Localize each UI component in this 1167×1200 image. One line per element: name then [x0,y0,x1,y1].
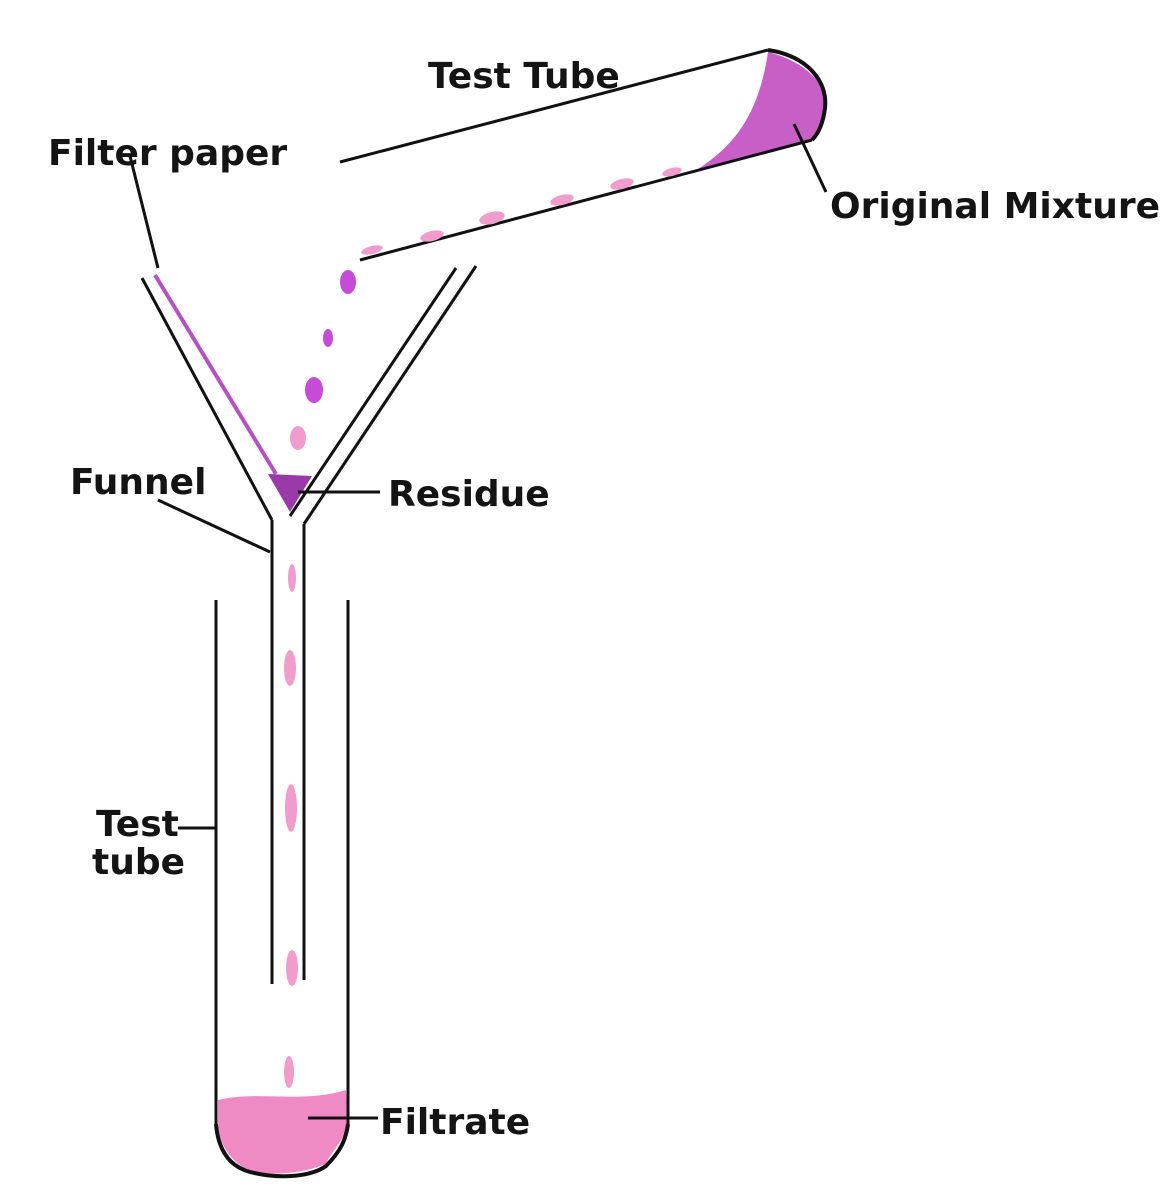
pouring-drops [361,167,682,255]
label-test-tube-bottom-line2: tube [92,842,185,883]
label-filter-paper: Filter paper [48,133,287,174]
tilted-test-tube [339,48,828,262]
falling-drops [290,270,356,450]
original-mixture-liquid [690,52,826,174]
label-funnel: Funnel [70,462,206,503]
label-filtrate: Filtrate [380,1102,530,1143]
label-residue: Residue [388,474,550,515]
bottom-test-tube [178,600,378,1179]
label-test-tube-bottom-line1: Test [96,804,179,845]
label-original-mixture: Original Mixture [830,186,1160,227]
filter-paper [153,273,278,476]
label-test-tube-top: Test Tube [428,56,620,97]
filtrate-liquid [218,1090,348,1174]
funnel [128,155,478,1088]
residue-solid [268,474,312,512]
